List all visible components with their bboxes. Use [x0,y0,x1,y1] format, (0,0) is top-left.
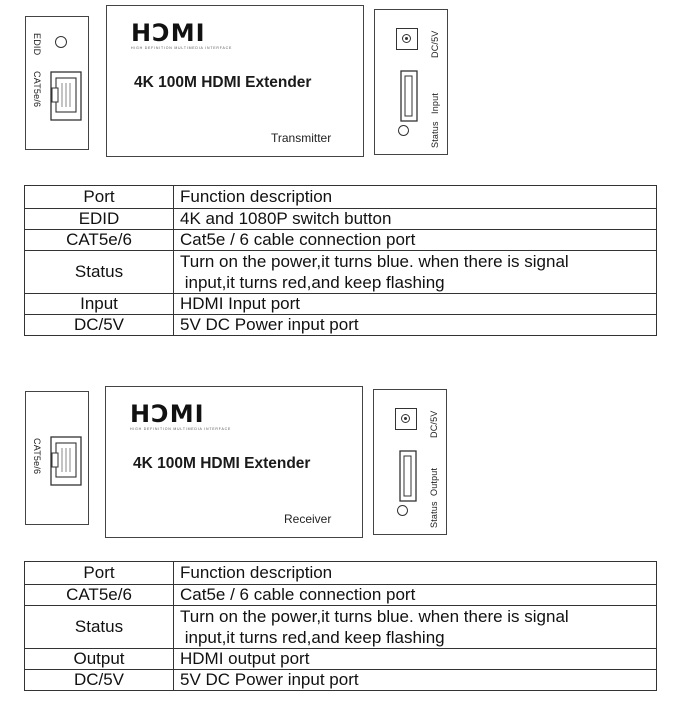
cat-label: CAT5e/6 [32,438,42,475]
table-row: Status Turn on the power,it turns blue. … [24,250,657,294]
rj45-port-icon [50,436,82,486]
row-desc: 5V DC Power input port [173,314,657,336]
edid-label: EDID [32,33,42,56]
receiver-right-panel: DC/5V Output Status [373,389,447,535]
dc-jack-icon [396,28,418,50]
row-desc: Turn on the power,it turns blue. when th… [173,250,657,294]
row-port: Input [24,293,174,315]
row-desc: Cat5e / 6 cable connection port [173,229,657,251]
row-desc: Turn on the power,it turns blue. when th… [173,605,657,649]
table-row: CAT5e/6 Cat5e / 6 cable connection port [24,584,657,606]
table-row: Input HDMI Input port [24,293,657,315]
row-port: Status [24,250,174,294]
receiver-port-table: Port Function description CAT5e/6 Cat5e … [24,561,657,691]
table-row: DC/5V 5V DC Power input port [24,669,657,691]
row-port: CAT5e/6 [24,229,174,251]
table-row: EDID 4K and 1080P switch button [24,208,657,230]
port-label: Output [429,467,439,496]
transmitter-right-panel: DC/5V Input Status [374,9,448,155]
cat-label: CAT5e/6 [32,71,42,108]
model-name: 4K 100M HDMI Extender [133,455,311,472]
table-row: Output HDMI output port [24,648,657,670]
row-desc: HDMI Input port [173,293,657,315]
edid-button[interactable] [55,36,67,48]
unit-name: Receiver [284,512,332,526]
status-led-icon [397,505,408,516]
row-desc: Cat5e / 6 cable connection port [173,584,657,606]
row-port: Output [24,648,174,670]
rj45-port-icon [50,71,82,121]
dc-label: DC/5V [430,30,440,58]
dc-jack-icon [395,408,417,430]
row-desc: 5V DC Power input port [173,669,657,691]
table-header-row: Port Function description [24,185,657,209]
header-port: Port [24,185,174,209]
header-function: Function description [173,561,657,585]
model-name: 4K 100M HDMI Extender [134,74,312,91]
header-port: Port [24,561,174,585]
table-row: DC/5V 5V DC Power input port [24,314,657,336]
row-desc: 4K and 1080P switch button [173,208,657,230]
table-header-row: Port Function description [24,561,657,585]
unit-name: Transmitter [271,131,332,145]
status-label: Status [430,121,440,148]
status-label: Status [429,501,439,528]
status-led-icon [398,125,409,136]
table-row: Status Turn on the power,it turns blue. … [24,605,657,649]
row-port: CAT5e/6 [24,584,174,606]
hdmi-logo: HƆMI HIGH DEFINITION MULTIMEDIA INTERFAC… [130,400,232,431]
transmitter-port-table: Port Function description EDID 4K and 10… [24,185,657,336]
port-label: Input [430,92,440,114]
transmitter-face: HƆMI HIGH DEFINITION MULTIMEDIA INTERFAC… [106,5,364,157]
dc-label: DC/5V [429,410,439,438]
hdmi-port-icon [399,450,417,502]
row-port: DC/5V [24,314,174,336]
receiver-left-panel: CAT5e/6 [25,391,89,525]
row-port: EDID [24,208,174,230]
row-port: Status [24,605,174,649]
row-desc: HDMI output port [173,648,657,670]
receiver-face: HƆMI HIGH DEFINITION MULTIMEDIA INTERFAC… [105,386,363,538]
transmitter-left-panel: EDID CAT5e/6 [25,16,89,150]
hdmi-port-icon [400,70,418,122]
row-port: DC/5V [24,669,174,691]
table-row: CAT5e/6 Cat5e / 6 cable connection port [24,229,657,251]
hdmi-logo: HƆMI HIGH DEFINITION MULTIMEDIA INTERFAC… [131,19,233,50]
header-function: Function description [173,185,657,209]
